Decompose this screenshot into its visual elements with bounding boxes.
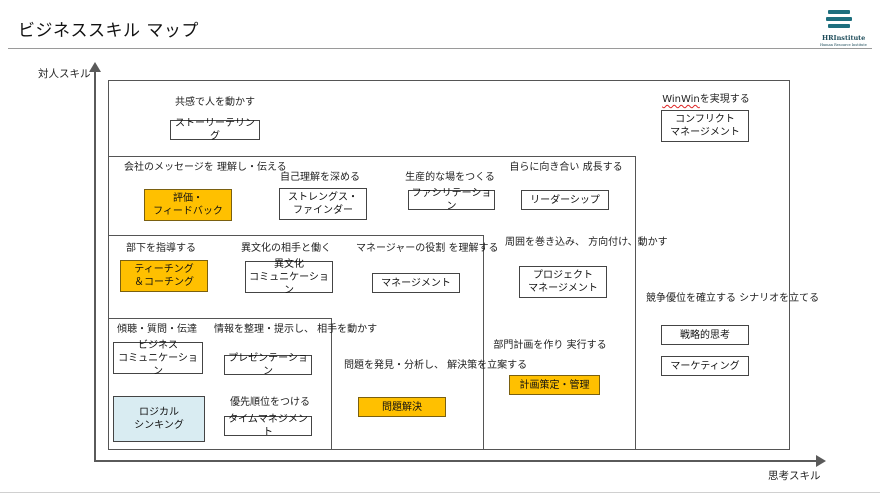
- x-axis: [94, 460, 818, 462]
- skill-project-management[interactable]: プロジェクト マネージメント: [519, 266, 607, 298]
- skill-management[interactable]: マネージメント: [372, 273, 460, 293]
- hrinstitute-logo: HRInstitute Human Resource Institute: [816, 8, 867, 48]
- y-axis: [94, 70, 96, 462]
- skill-strategic-thinking[interactable]: 戦略的思考: [661, 325, 749, 345]
- footer-divider: [0, 492, 880, 493]
- y-axis-arrow-icon: [89, 62, 101, 72]
- skill-business-communication[interactable]: ビジネス コミュニケーション: [113, 340, 203, 377]
- caption-project: 周囲を巻き込み、 方向付け、動かす: [505, 237, 668, 248]
- caption-evaluation: 会社のメッセージを 理解し・伝える: [124, 162, 287, 173]
- caption-management: マネージャーの役割 を理解する: [356, 243, 499, 254]
- caption-time-management: 優先順位をつける: [230, 397, 310, 408]
- skill-conflict-management[interactable]: コンフリクト マネージメント: [661, 110, 749, 142]
- title-divider: [8, 48, 872, 49]
- region-level-2: [108, 318, 332, 450]
- caption-conflict-rest: を実現する: [699, 94, 750, 105]
- caption-strengths: 自己理解を深める: [280, 172, 360, 183]
- caption-presentation: 情報を整理・提示し、 相手を動かす: [214, 324, 378, 335]
- skill-marketing[interactable]: マーケティング: [661, 356, 749, 376]
- skill-planning-management[interactable]: 計画策定・管理: [509, 375, 600, 395]
- skill-storytelling[interactable]: ストーリーテリング: [170, 118, 260, 142]
- skill-presentation[interactable]: プレゼンテーション: [224, 353, 312, 377]
- skill-evaluation-feedback[interactable]: 評価・ フィードバック: [144, 189, 232, 221]
- skill-problem-solving[interactable]: 問題解決: [358, 397, 446, 417]
- caption-storytelling: 共感で人を動かす: [175, 97, 255, 108]
- logo-name: HRInstitute: [822, 34, 866, 42]
- caption-planning: 部門計画を作り 実行する: [493, 340, 607, 351]
- logo-tagline: Human Resource Institute: [820, 43, 867, 47]
- y-axis-label: 対人スキル: [38, 68, 91, 80]
- x-axis-label: 思考スキル: [768, 470, 821, 482]
- caption-strategy: 競争優位を確立する シナリオを立てる: [646, 293, 820, 304]
- caption-conflict: WinWinを実現する: [646, 93, 766, 106]
- logo-bar: [828, 10, 850, 14]
- caption-leadership: 自らに向き合い 成長する: [509, 162, 623, 173]
- x-axis-arrow-icon: [816, 455, 826, 467]
- skill-time-management[interactable]: タイムマネジメント: [224, 414, 312, 438]
- skill-facilitation[interactable]: ファシリテーション: [408, 188, 495, 212]
- skill-teaching-coaching[interactable]: ティーチング ＆コーチング: [120, 260, 208, 292]
- skill-leadership[interactable]: リーダーシップ: [521, 190, 609, 210]
- caption-business-communication: 傾聴・質問・伝達: [117, 324, 197, 335]
- logo-bar: [826, 17, 852, 21]
- caption-facilitation: 生産的な場をつくる: [405, 172, 495, 183]
- logo-bar: [828, 24, 850, 28]
- caption-intercultural: 異文化の相手と働く: [241, 243, 331, 254]
- skill-logical-thinking[interactable]: ロジカル シンキング: [113, 396, 205, 442]
- caption-teaching: 部下を指導する: [126, 243, 196, 254]
- skill-strengths-finder[interactable]: ストレングス・ ファインダー: [279, 188, 367, 220]
- caption-problem-solving: 問題を発見・分析し、 解決策を立案する: [344, 360, 528, 371]
- page-title: ビジネススキル マップ: [18, 21, 199, 41]
- caption-conflict-highlight: WinWin: [662, 94, 700, 105]
- skill-intercultural-communication[interactable]: 異文化 コミュニケーション: [245, 259, 333, 296]
